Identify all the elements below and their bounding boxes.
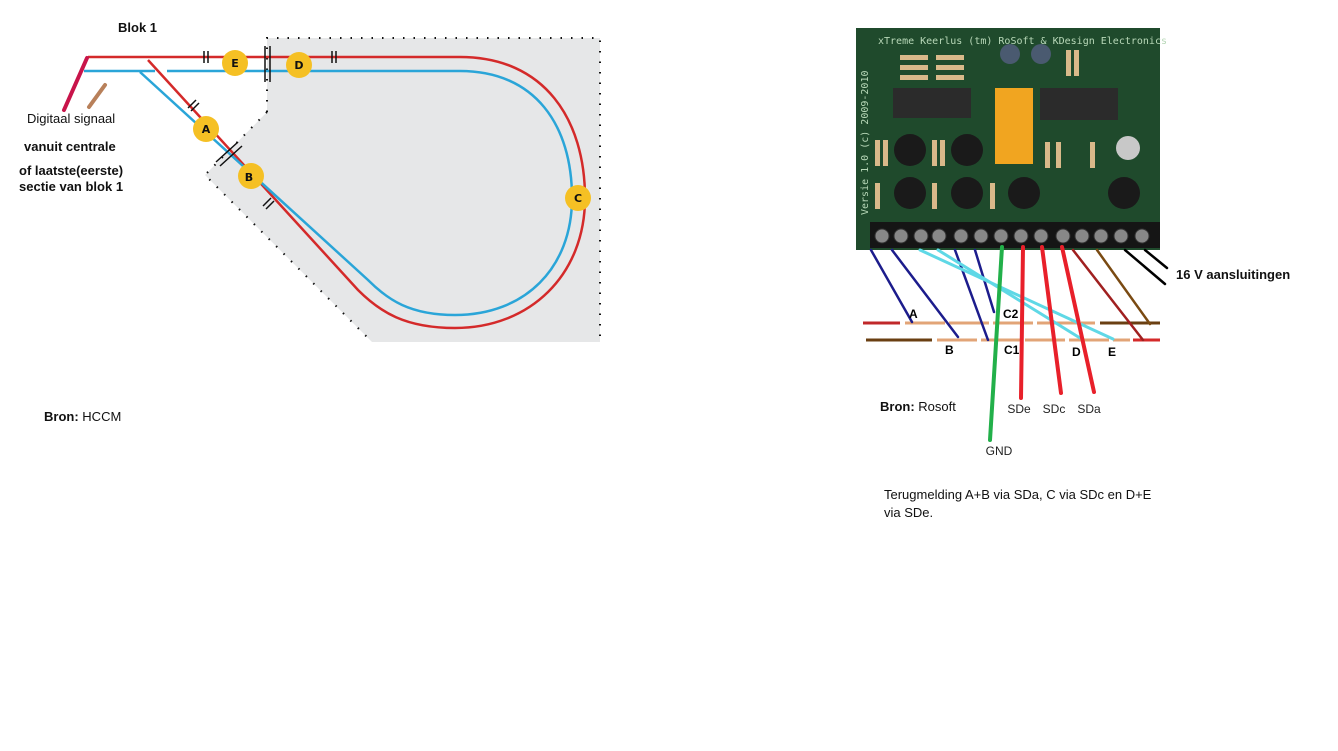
credit-prefix: Bron: (880, 399, 915, 414)
credit-name: HCCM (82, 409, 121, 424)
wires (869, 245, 1169, 442)
digital-signal-wire-red (62, 56, 89, 112)
marker-b: B (245, 171, 253, 184)
pcb-board: xTreme Keerlus (tm) RoSoft & KDesign Ele… (856, 28, 1167, 250)
rail-blue (84, 69, 574, 317)
source-line-3: sectie van blok 1 (19, 179, 123, 194)
pcb-components (875, 44, 1140, 209)
track-label-c1: C1 (1004, 343, 1020, 357)
pcb-title: xTreme Keerlus (tm) RoSoft & KDesign Ele… (878, 36, 1167, 47)
note-line-1: Terugmelding A+B via SDa, C via SDc en D… (884, 487, 1152, 502)
track-label-b: B (945, 343, 954, 357)
credit-rosoft: Bron: Rosoft (880, 399, 956, 414)
note-line-2: via SDe. (884, 505, 933, 520)
wire-label-sdc: SDc (1043, 402, 1066, 416)
source-line-2: of laatste(eerste) (19, 163, 123, 178)
track-layout: E D A B C Blok 1 Digitaal signaal vanuit… (19, 20, 601, 424)
layout-area (205, 38, 600, 342)
marker-d: D (294, 59, 303, 72)
credit-hccm: Bron: HCCM (44, 409, 121, 424)
wire-label-sde: SDe (1007, 402, 1031, 416)
rail-red (88, 55, 587, 330)
marker-a: A (202, 123, 211, 136)
track-label-e: E (1108, 345, 1116, 359)
section-markers: E D A B C (193, 50, 591, 211)
wire-label-gnd: GND (986, 444, 1013, 458)
track-labels: A C2 B C1 D E (909, 307, 1116, 359)
marker-e: E (231, 57, 239, 70)
power-label: 16 V aansluitingen (1176, 267, 1290, 282)
credit-prefix: Bron: (44, 409, 79, 424)
signal-label: Digitaal signaal (27, 111, 115, 126)
wire-label-sda: SDa (1077, 402, 1101, 416)
track-label-a: A (909, 307, 918, 321)
pcb-version: Versie 1.0 (c) 2009-2010 (860, 71, 871, 216)
digital-signal-wire-brown (87, 83, 107, 109)
source-line-1: vanuit centrale (24, 139, 116, 154)
marker-c: C (574, 192, 582, 205)
block-title: Blok 1 (118, 20, 157, 35)
track-schematic (863, 321, 1160, 342)
track-label-c2: C2 (1003, 307, 1019, 321)
credit-name: Rosoft (918, 399, 956, 414)
insulators (187, 46, 337, 210)
terminal-screws (874, 228, 1150, 244)
track-label-d: D (1072, 345, 1081, 359)
